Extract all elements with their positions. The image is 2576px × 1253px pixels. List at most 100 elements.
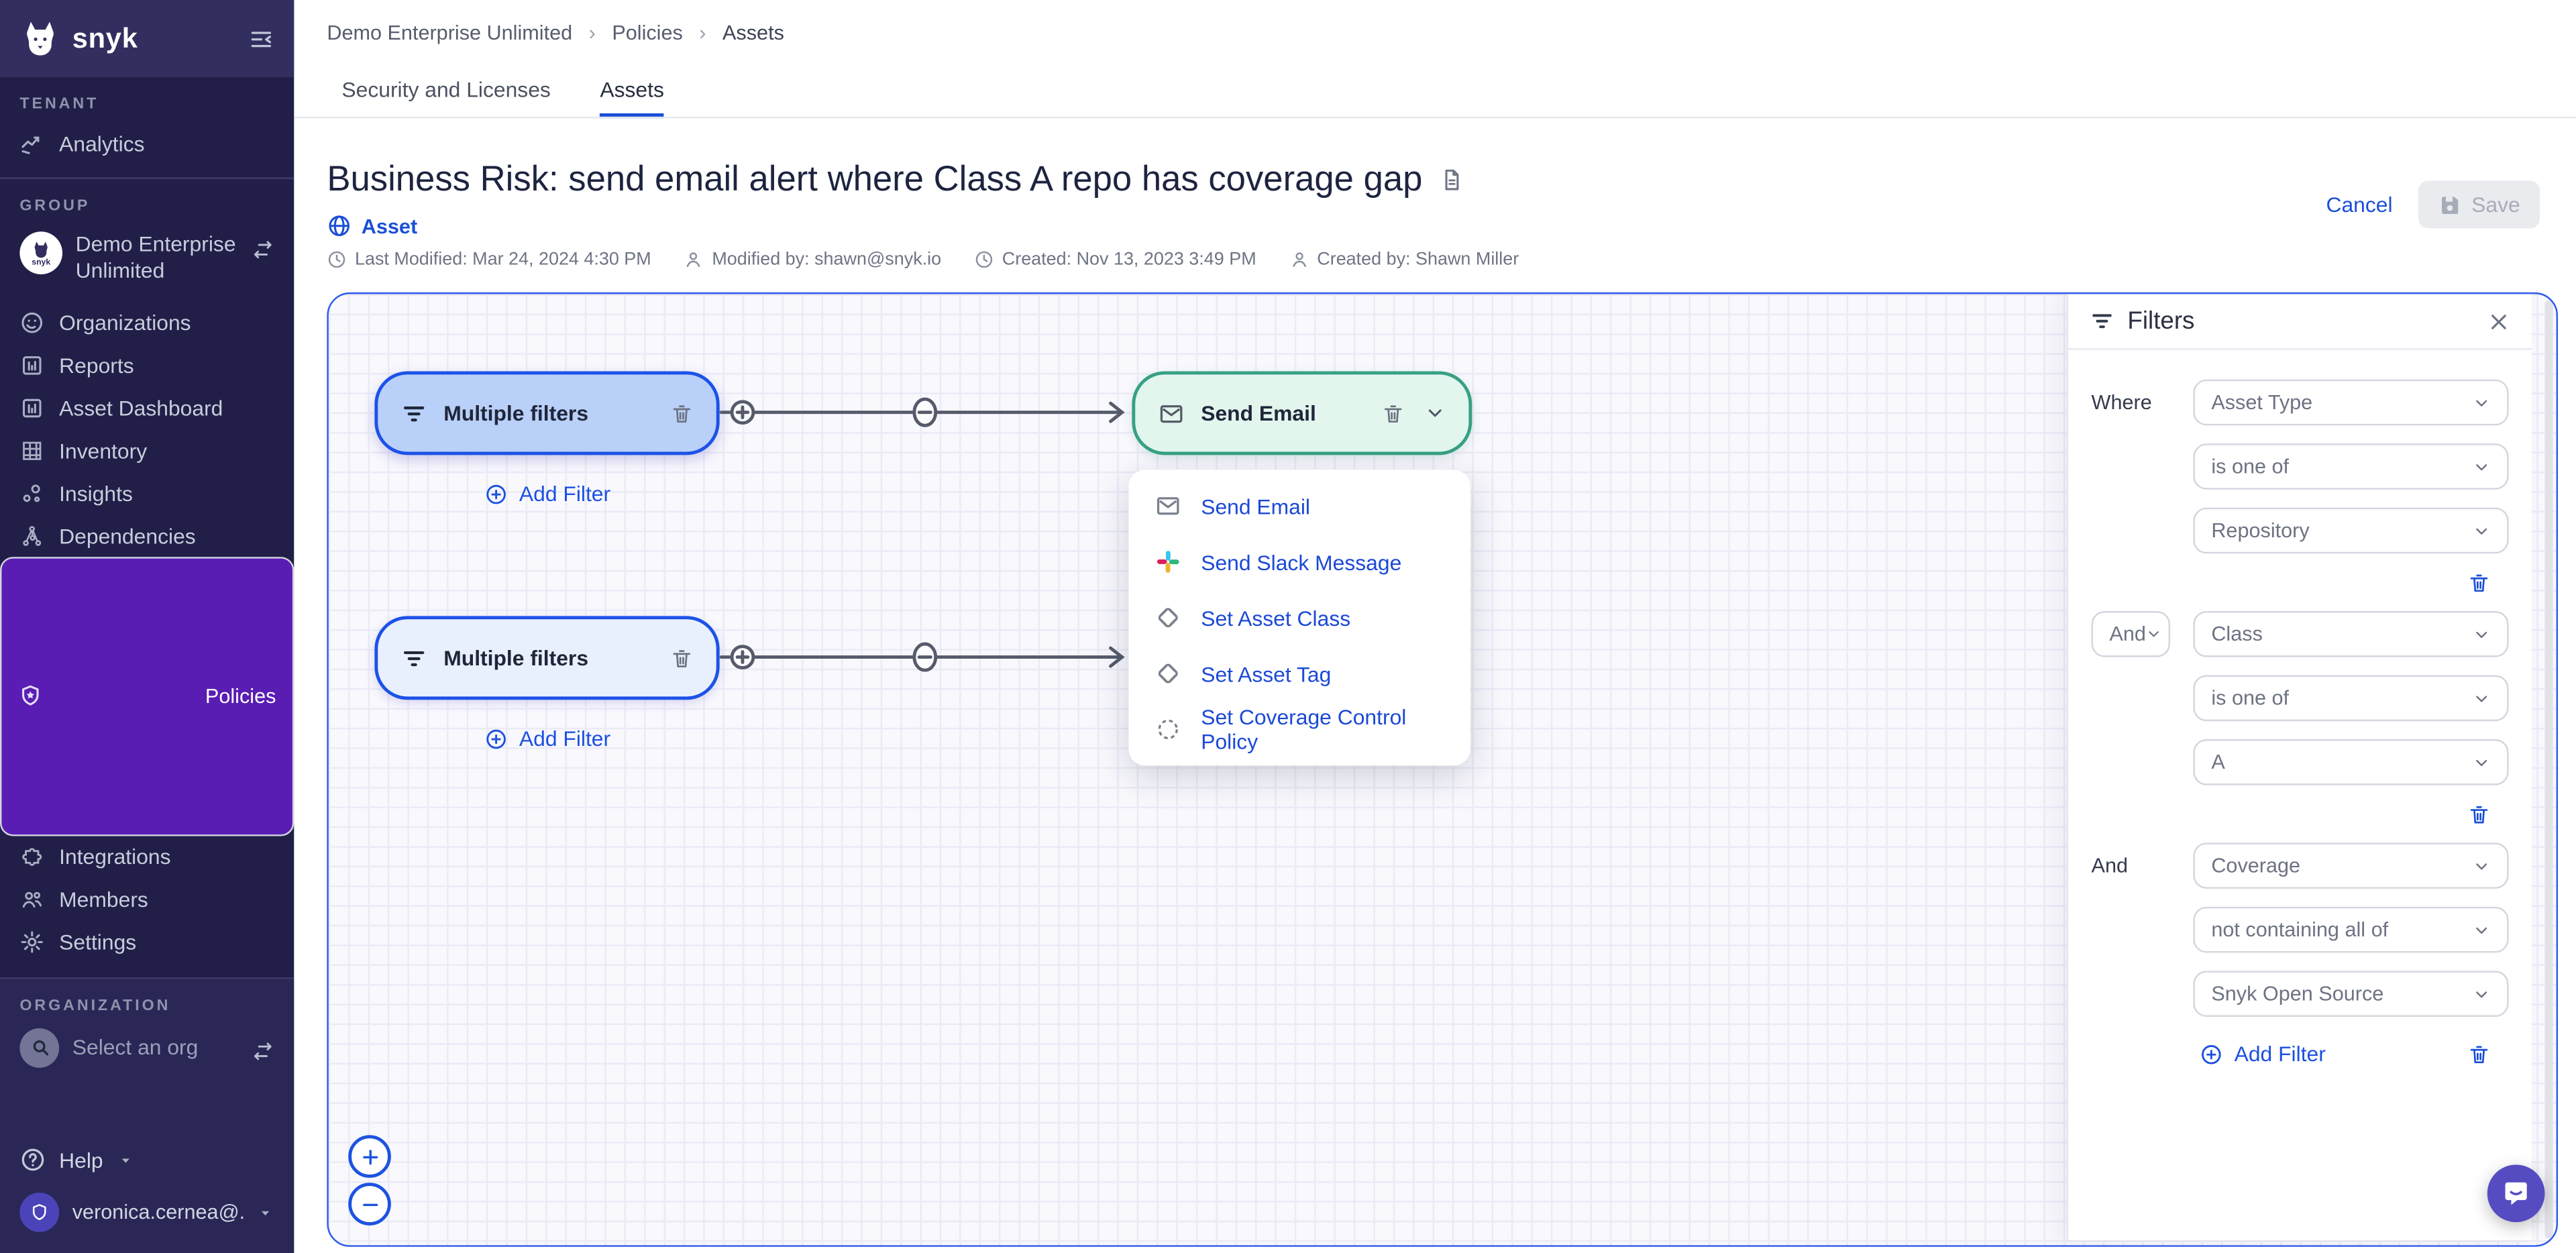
- delete-filter-1-trash-icon[interactable]: [2467, 571, 2490, 594]
- help-menu[interactable]: Help: [0, 1137, 294, 1183]
- sidebar-item-label: Organizations: [59, 309, 191, 335]
- delete-filter-2-trash-icon[interactable]: [2467, 804, 2490, 826]
- menu-item-set-asset-tag[interactable]: Set Asset Tag: [1128, 645, 1470, 701]
- add-filter-button-2[interactable]: Add Filter: [484, 726, 610, 751]
- tab-security-and-licenses[interactable]: Security and Licenses: [341, 77, 551, 102]
- breadcrumb-group[interactable]: Demo Enterprise Unlimited: [327, 21, 573, 45]
- add-filter-button-1[interactable]: Add Filter: [484, 482, 610, 506]
- metadata-row: Last Modified: Mar 24, 2024 4:30 PM Modi…: [327, 250, 1519, 270]
- close-icon[interactable]: [2487, 310, 2510, 333]
- policy-doc-icon[interactable]: [1439, 168, 1464, 193]
- filter-node-2[interactable]: Multiple filters: [374, 616, 720, 700]
- modified-by: Modified by: shawn@snyk.io: [684, 250, 942, 270]
- breadcrumb-policies[interactable]: Policies: [612, 21, 683, 45]
- switch-org-icon[interactable]: [252, 1039, 274, 1062]
- select-value: is one of: [2211, 455, 2290, 478]
- select-value: Repository: [2211, 519, 2310, 543]
- sidebar-item-asset-dashboard[interactable]: Asset Dashboard: [0, 386, 294, 429]
- group-avatar-text: snyk: [32, 258, 51, 268]
- sidebar-item-dependencies[interactable]: Dependencies: [0, 514, 294, 557]
- menu-item-set-coverage-control-policy[interactable]: Set Coverage Control Policy: [1128, 702, 1470, 757]
- organization-section-label: ORGANIZATION: [19, 996, 171, 1015]
- sidebar-item-policies[interactable]: Policies: [0, 557, 294, 836]
- panel-scrollbar[interactable]: [2544, 301, 2553, 1239]
- funnel-icon: [2090, 309, 2114, 333]
- filter-value-select-3[interactable]: Snyk Open Source: [2193, 971, 2509, 1017]
- sidebar: snyk TENANT Analytics GROUP snyk Demo En…: [0, 0, 294, 1253]
- sidebar-item-inventory[interactable]: Inventory: [0, 429, 294, 472]
- select-value: Class: [2211, 622, 2263, 646]
- sidebar-item-members[interactable]: Members: [0, 878, 294, 921]
- asset-type-link[interactable]: Asset: [327, 213, 417, 238]
- chevron-down-icon: [2473, 394, 2491, 412]
- sidebar-collapse-icon[interactable]: [248, 25, 274, 52]
- sidebar-item-organizations[interactable]: Organizations: [0, 301, 294, 343]
- node-label: Send Email: [1201, 400, 1316, 426]
- trash-icon[interactable]: [670, 647, 693, 669]
- save-button[interactable]: Save: [2418, 180, 2540, 229]
- menu-item-send-slack-message[interactable]: Send Slack Message: [1128, 534, 1470, 590]
- filter-field-select-2[interactable]: Class: [2193, 611, 2509, 657]
- trash-icon[interactable]: [1382, 402, 1405, 425]
- breadcrumb-separator: ›: [699, 21, 706, 45]
- header-actions: Cancel Save: [2326, 180, 2540, 229]
- zoom-out-button[interactable]: [348, 1183, 391, 1225]
- chevron-down-icon: [2473, 921, 2491, 939]
- connector-select-2[interactable]: And: [2091, 611, 2171, 657]
- asset-type-label: Asset: [361, 214, 418, 237]
- panel-add-filter-button[interactable]: Add Filter: [2200, 1042, 2326, 1066]
- chevron-down-icon: [2473, 625, 2491, 643]
- search-icon: [19, 1027, 60, 1067]
- menu-item-label: Send Email: [1201, 493, 1311, 519]
- filter-operator-select-1[interactable]: is one of: [2193, 443, 2509, 490]
- filter-field-select-3[interactable]: Coverage: [2193, 842, 2509, 889]
- chevron-down-icon[interactable]: [1424, 402, 1446, 424]
- group-switcher[interactable]: snyk Demo Enterprise Unlimited: [0, 223, 294, 301]
- slack-icon: [1155, 549, 1181, 575]
- chevron-down-icon: [2473, 985, 2491, 1003]
- sidebar-item-label: Reports: [59, 352, 134, 378]
- group-section-label: GROUP: [19, 197, 91, 215]
- sidebar-divider: [0, 177, 294, 179]
- select-value: Snyk Open Source: [2211, 982, 2384, 1005]
- tab-assets[interactable]: Assets: [600, 78, 664, 119]
- filter-node-1[interactable]: Multiple filters: [374, 371, 720, 455]
- chevron-down-icon: [2473, 522, 2491, 540]
- funnel-icon: [401, 645, 427, 671]
- group-avatar: snyk: [19, 231, 63, 274]
- sidebar-item-reports[interactable]: Reports: [0, 343, 294, 386]
- modified-by-text: Modified by: shawn@snyk.io: [712, 250, 942, 270]
- sidebar-item-insights[interactable]: Insights: [0, 472, 294, 514]
- sidebar-item-analytics[interactable]: Analytics: [0, 121, 294, 164]
- created-text: Created: Nov 13, 2023 3:49 PM: [1002, 250, 1256, 270]
- filter-value-select-2[interactable]: A: [2193, 739, 2509, 785]
- sidebar-item-settings[interactable]: Settings: [0, 921, 294, 964]
- snyk-logo-text: snyk: [72, 22, 138, 54]
- node-label: Multiple filters: [443, 400, 589, 426]
- group-name: Demo Enterprise Unlimited: [75, 231, 236, 283]
- breadcrumb-assets[interactable]: Assets: [722, 21, 784, 45]
- filter-value-select-1[interactable]: Repository: [2193, 507, 2509, 554]
- org-selector[interactable]: Select an org: [0, 1022, 294, 1071]
- menu-item-send-email[interactable]: Send Email: [1128, 478, 1470, 534]
- where-label: Where: [2091, 390, 2152, 415]
- filter-operator-select-3[interactable]: not containing all of: [2193, 906, 2509, 953]
- action-node-send-email[interactable]: Send Email: [1132, 371, 1472, 455]
- filter-operator-select-2[interactable]: is one of: [2193, 675, 2509, 722]
- menu-item-set-asset-class[interactable]: Set Asset Class: [1128, 590, 1470, 645]
- menu-item-label: Set Coverage Control Policy: [1201, 704, 1407, 755]
- policy-flow-canvas[interactable]: Multiple filters Add Filter: [327, 292, 2559, 1247]
- user-menu[interactable]: veronica.cernea@...: [0, 1183, 294, 1253]
- trash-icon[interactable]: [670, 402, 693, 425]
- select-value: A: [2211, 751, 2225, 774]
- switch-group-icon[interactable]: [252, 238, 274, 261]
- delete-filter-3-trash-icon[interactable]: [2467, 1042, 2490, 1065]
- filter-field-select-1[interactable]: Asset Type: [2193, 379, 2509, 426]
- sidebar-item-integrations[interactable]: Integrations: [0, 835, 294, 878]
- filters-panel-title: Filters: [2127, 307, 2195, 335]
- clock-icon: [974, 250, 994, 269]
- chat-launcher[interactable]: [2487, 1164, 2545, 1223]
- node-label: Multiple filters: [443, 645, 589, 671]
- cancel-button[interactable]: Cancel: [2326, 192, 2393, 217]
- zoom-in-button[interactable]: [348, 1135, 391, 1178]
